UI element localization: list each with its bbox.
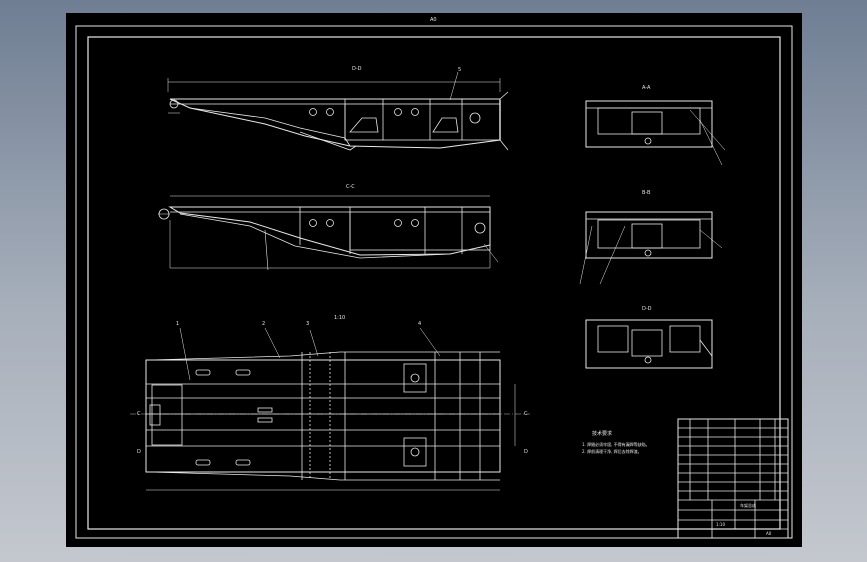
- cut-mark-d-left: D: [137, 449, 141, 455]
- note-line-1: 1. 焊缝必须牢固, 不得有漏焊等缺陷。: [582, 442, 650, 447]
- section-aa: [585, 100, 726, 166]
- note-line-2: 2. 焊前清理干净, 焊后去除焊渣。: [582, 449, 642, 454]
- title-block-scale: 1:10: [716, 522, 725, 527]
- side-view-middle: [158, 195, 499, 271]
- section-bb: [579, 211, 723, 285]
- section-title-dd2: D-D: [642, 306, 652, 312]
- side-view-top: [167, 71, 509, 151]
- notes-title: 技术要求: [592, 431, 613, 437]
- plan-view-label: 1:10: [334, 315, 346, 321]
- section-title-aa: A-A: [642, 85, 651, 91]
- drawing-sheet[interactable]: [66, 13, 802, 547]
- title-block: [677, 418, 789, 539]
- cut-mark-c-left: C: [137, 411, 141, 417]
- drawing-border-inner: [87, 36, 781, 530]
- callout-5: 5: [458, 67, 462, 73]
- callout-1: 1: [176, 321, 180, 327]
- title-block-sheet: A0: [766, 531, 772, 536]
- title-block-name: 车架总成: [740, 503, 756, 508]
- section-dd: [585, 319, 713, 369]
- cut-mark-d-right: D: [524, 449, 528, 455]
- section-title-bb: B-B: [642, 190, 651, 196]
- top-sheet-mark: A0: [430, 17, 437, 23]
- section-title-cc: C-C: [346, 184, 355, 190]
- callout-2: 2: [262, 321, 266, 327]
- drawing-border-outer: [75, 25, 793, 539]
- cut-mark-c-right: C: [524, 411, 528, 417]
- plan-view: [130, 327, 530, 491]
- callout-3: 3: [306, 321, 310, 327]
- callout-4: 4: [418, 321, 422, 327]
- section-title-dd: D-D: [352, 66, 362, 72]
